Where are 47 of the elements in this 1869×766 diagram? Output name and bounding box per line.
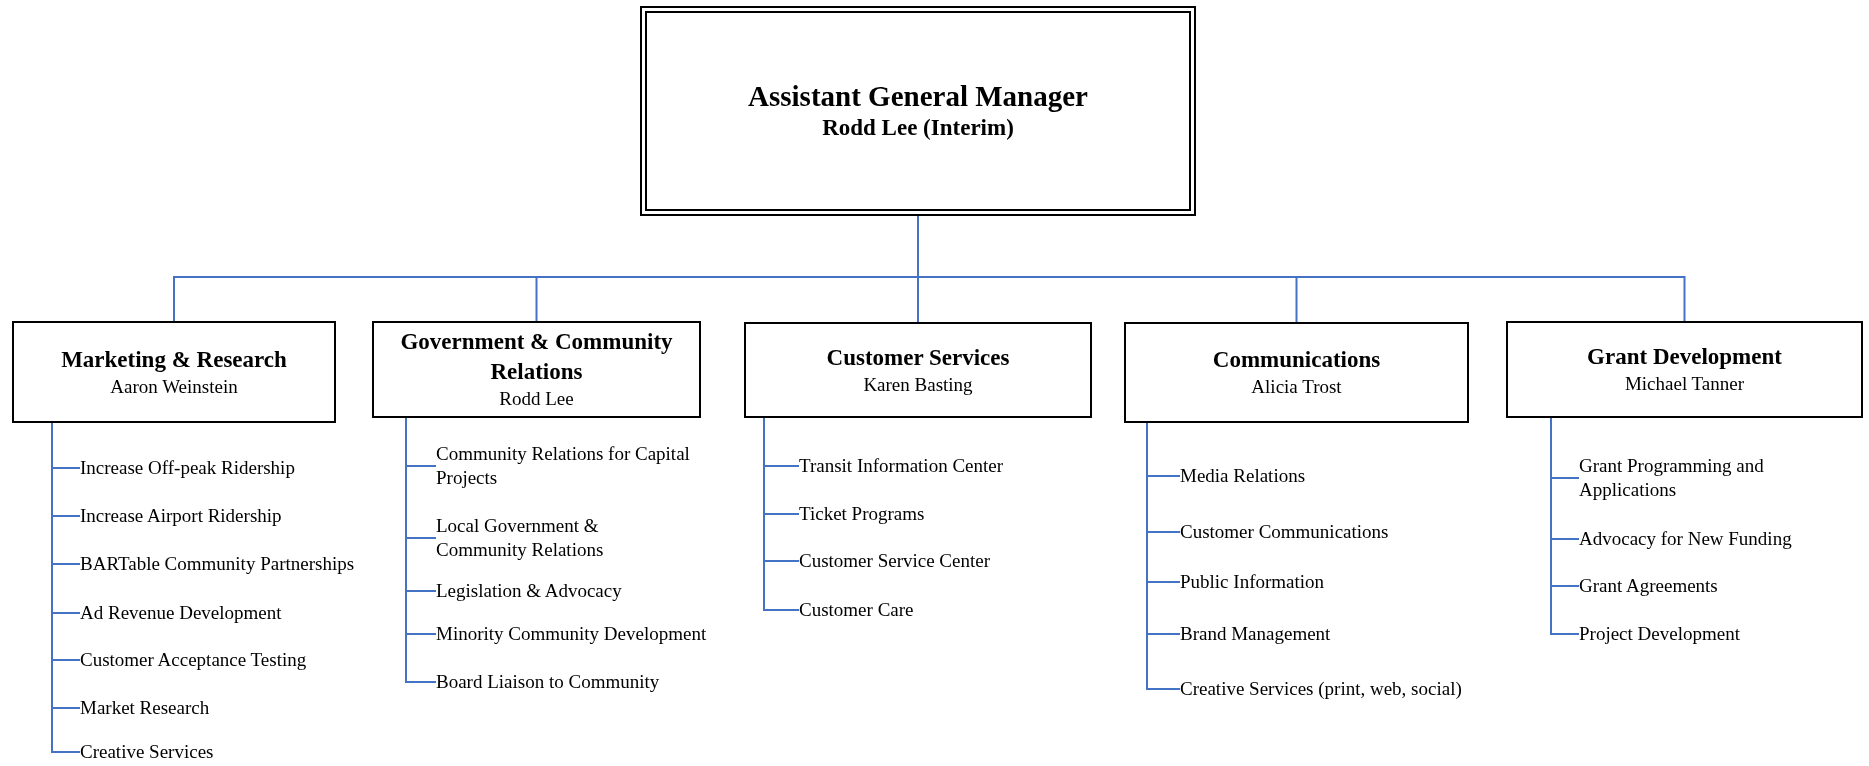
function-label: Community Relations for Capital Projects [436,442,746,490]
function-label: Transit Information Center [799,454,1099,478]
function-label: Customer Care [799,598,1099,622]
department-title: Communications [1212,346,1381,375]
manager-title: Assistant General Manager [748,78,1088,114]
department-head-name: Michael Tanner [1624,372,1745,397]
department-box [12,321,336,423]
manager-box [640,6,1196,216]
manager-name: Rodd Lee (Interim) [822,114,1014,143]
department-head-name: Aaron Weinstein [110,374,238,399]
department-head-name: Rodd Lee [499,387,574,412]
connector-line [1146,422,1181,690]
function-label: Local Government & Community Relations [436,514,656,562]
function-label: Legislation & Advocacy [436,579,746,603]
department-title: Marketing & Research [61,345,287,374]
function-label: Customer Acceptance Testing [80,648,370,672]
department-head-name: Karen Basting [863,372,973,397]
function-label: Customer Communications [1180,520,1520,544]
function-label: Customer Service Center [799,549,1099,573]
function-label: Creative Services (print, web, social) [1180,677,1520,701]
function-label: Media Relations [1180,464,1520,488]
function-label: Grant Agreements [1579,574,1864,598]
function-label: Ad Revenue Development [80,601,370,625]
department-box [1506,321,1863,418]
function-label: Public Information [1180,570,1520,594]
function-label: Creative Services [80,740,370,764]
department-title: Customer Services [826,343,1010,372]
function-label: Board Liaison to Community [436,670,746,694]
function-label: Grant Programming and Applications [1579,454,1809,502]
function-label: Advocacy for New Funding [1579,527,1864,551]
department-title: Grant Development [1587,343,1782,372]
connector-line [1550,417,1580,635]
department-box [372,321,701,418]
function-label: Project Development [1579,622,1864,646]
function-label: Increase Airport Ridership [80,504,370,528]
department-box [1124,322,1469,423]
function-label: BARTable Community Partnerships [80,552,370,576]
function-label: Market Research [80,696,370,720]
connector-line [763,417,800,611]
connector-line [405,417,437,683]
function-label: Minority Community Development [436,622,746,646]
department-head-name: Alicia Trost [1251,375,1342,400]
function-label: Brand Management [1180,622,1520,646]
function-label: Ticket Programs [799,502,1099,526]
function-label: Increase Off-peak Ridership [80,456,370,480]
department-title: Government & Community Relations [399,328,674,387]
department-box [744,322,1092,418]
